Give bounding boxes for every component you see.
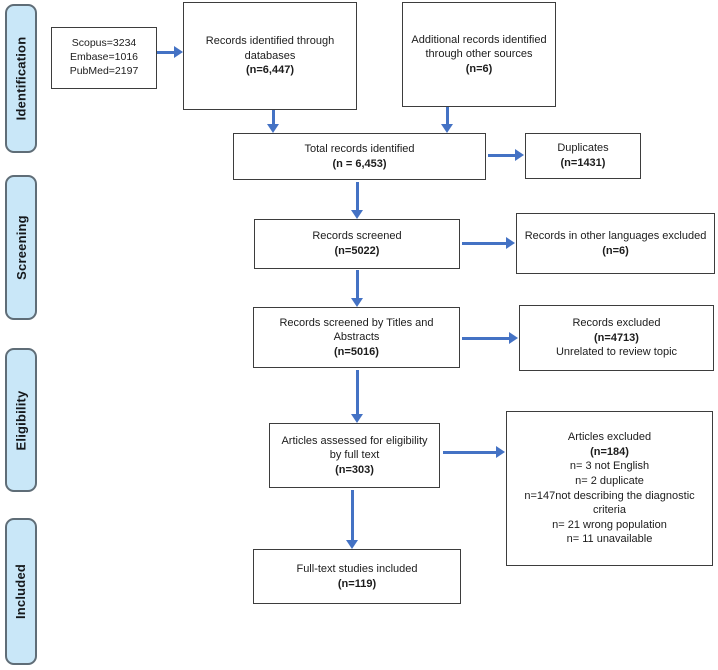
box-total-records: Total records identified (n = 6,453): [233, 133, 486, 180]
box-count: (n=6): [465, 62, 493, 75]
arrow-shaft: [355, 370, 359, 414]
box-label: Records screened: [312, 230, 402, 243]
box-duplicates: Duplicates (n=1431): [525, 133, 641, 179]
source-embase: Embase=1016: [69, 51, 138, 64]
arrow-shaft: [443, 450, 496, 454]
exclusion-reason: n= 11 unavailable: [566, 533, 653, 546]
arrow-head-icon: [351, 210, 363, 219]
arrow-shaft: [445, 107, 449, 124]
box-note: Unrelated to review topic: [555, 346, 678, 359]
box-count: (n=184): [590, 445, 629, 458]
arrow-shaft: [271, 110, 275, 124]
box-label: Records identified through databases: [205, 35, 335, 62]
phase-tab-screening: Screening: [5, 175, 37, 320]
box-records-identified: Records identified through databases (n=…: [183, 2, 357, 110]
box-count: (n=303): [335, 463, 374, 476]
arrow-head-icon: [506, 237, 515, 249]
arrow-down-icon: [351, 270, 363, 307]
box-count: (n=119): [337, 577, 377, 590]
arrow-head-icon: [267, 124, 279, 133]
box-other-languages-excluded: Records in other languages excluded (n=6…: [516, 213, 715, 274]
source-scopus: Scopus=3234: [71, 37, 137, 50]
box-label: Records in other languages excluded: [524, 229, 707, 242]
arrow-shaft: [355, 270, 359, 298]
box-screened-titles-abstracts: Records screened by Titles and Abstracts…: [253, 307, 460, 368]
arrow-head-icon: [351, 414, 363, 423]
arrow-down-icon: [267, 110, 279, 133]
arrow-head-icon: [509, 332, 518, 344]
arrow-down-icon: [346, 490, 358, 549]
arrow-right-icon: [488, 149, 524, 161]
phase-tab-identification: Identification: [5, 4, 37, 153]
box-database-sources: Scopus=3234 Embase=1016 PubMed=2197: [51, 27, 157, 89]
arrow-shaft: [157, 50, 174, 54]
box-label: Full-text studies included: [296, 562, 418, 575]
box-count: (n=1431): [560, 157, 606, 169]
box-label: Articles assessed for eligibility by ful…: [281, 434, 428, 462]
phase-tab-eligibility: Eligibility: [5, 348, 37, 492]
box-count: (n=6,447): [246, 64, 294, 77]
box-count: (n=5016): [334, 345, 379, 358]
box-label: Articles excluded: [567, 431, 652, 444]
arrow-shaft: [350, 490, 354, 540]
arrow-down-icon: [441, 107, 453, 133]
exclusion-reason: n= 3 not English: [569, 460, 650, 473]
source-pubmed: PubMed=2197: [69, 64, 139, 77]
box-records-screened: Records screened (n=5022): [254, 219, 460, 269]
box-label: Records excluded: [572, 317, 661, 330]
arrow-right-icon: [157, 46, 183, 58]
box-count: (n=6): [602, 244, 629, 257]
arrow-down-icon: [351, 370, 363, 423]
box-label: Records screened by Titles and Abstracts: [279, 316, 434, 344]
box-label: Total records identified: [304, 142, 415, 155]
phase-label-screening: Screening: [13, 215, 29, 280]
box-label: Duplicates: [557, 142, 609, 155]
arrow-shaft: [462, 241, 506, 245]
arrow-right-icon: [443, 446, 505, 458]
box-count: (n=5022): [334, 245, 380, 257]
box-count: (n=4713): [594, 331, 639, 344]
exclusion-reason: n= 21 wrong population: [552, 518, 667, 531]
arrow-head-icon: [346, 540, 358, 549]
arrow-right-icon: [462, 237, 515, 249]
arrow-right-icon: [462, 332, 518, 344]
box-records-excluded: Records excluded (n=4713) Unrelated to r…: [519, 305, 714, 371]
arrow-head-icon: [515, 149, 524, 161]
arrow-head-icon: [351, 298, 363, 307]
box-fulltext-included: Full-text studies included (n=119): [253, 549, 461, 604]
arrow-shaft: [462, 336, 509, 340]
phase-label-identification: Identification: [13, 36, 29, 121]
arrow-shaft: [488, 153, 515, 157]
arrow-down-icon: [351, 182, 363, 219]
box-articles-assessed: Articles assessed for eligibility by ful…: [269, 423, 440, 488]
phase-label-included: Included: [13, 563, 29, 620]
phase-tab-included: Included: [5, 518, 37, 665]
arrow-head-icon: [174, 46, 183, 58]
exclusion-reason: n= 2 duplicate: [575, 474, 644, 487]
arrow-head-icon: [496, 446, 505, 458]
phase-label-eligibility: Eligibility: [13, 390, 29, 450]
box-label: Additional records identified through ot…: [411, 33, 547, 61]
box-additional-records: Additional records identified through ot…: [402, 2, 556, 107]
box-articles-excluded: Articles excluded (n=184) n= 3 not Engli…: [506, 411, 713, 566]
exclusion-reason: n=147not describing the diagnostic crite…: [524, 489, 695, 517]
box-count: (n = 6,453): [332, 157, 387, 170]
arrow-head-icon: [441, 124, 453, 133]
arrow-shaft: [355, 182, 359, 210]
